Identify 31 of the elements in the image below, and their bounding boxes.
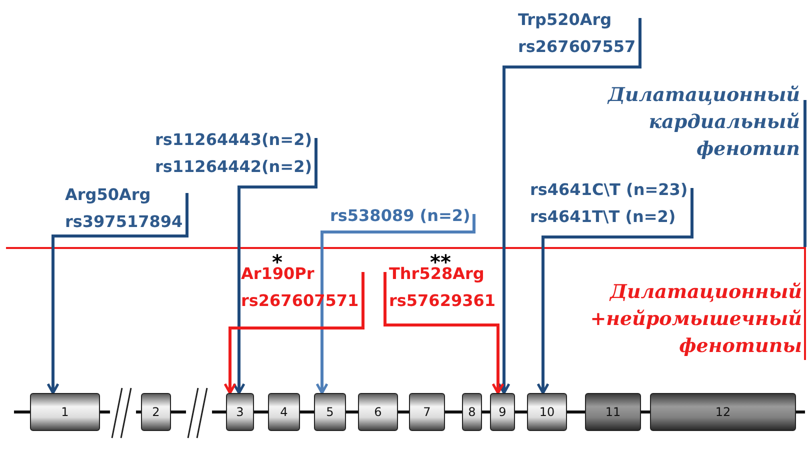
- exon-box: 8: [462, 393, 482, 431]
- exon-box: 7: [409, 393, 445, 431]
- leader-arrow: [536, 188, 694, 394]
- variant-label: Trp520Arg: [518, 9, 613, 31]
- variant-label: rs57629361: [389, 290, 496, 312]
- leader-arrow: [46, 193, 188, 394]
- exon-box: 5: [314, 393, 346, 431]
- exon-box: 9: [490, 393, 515, 431]
- exon-box: 1: [30, 393, 100, 431]
- variant-label: rs538089 (n=2): [330, 205, 470, 227]
- variant-label: rs4641C\T (n=23): [530, 179, 688, 201]
- phenotype-label: Дилатационный кардиальный фенотип: [606, 83, 800, 162]
- variant-label: rs11264442(n=2): [155, 156, 312, 178]
- exon-box: 2: [141, 393, 171, 431]
- exon-box: 6: [358, 393, 398, 431]
- variant-label: rs11264443(n=2): [155, 129, 312, 151]
- leader-arrow: [384, 272, 504, 394]
- leader-arrow: [316, 214, 476, 394]
- variant-label: rs397517894: [65, 211, 183, 233]
- leader-arrow: [232, 138, 318, 394]
- variant-label: rs267607557: [518, 36, 636, 58]
- exon-box: 3: [226, 393, 254, 431]
- exon-box: 4: [268, 393, 300, 431]
- leader-arrow: [498, 18, 642, 394]
- variant-label: rs4641T\T (n=2): [530, 206, 677, 228]
- exon-box: 12: [650, 393, 796, 431]
- variant-label: Arg50Arg: [65, 184, 152, 206]
- exon-box: 11: [585, 393, 641, 431]
- phenotype-label: Дилатационный +нейромышечный фенотипы: [589, 280, 802, 359]
- exon-box: 10: [527, 393, 567, 431]
- leader-arrow: [224, 272, 364, 394]
